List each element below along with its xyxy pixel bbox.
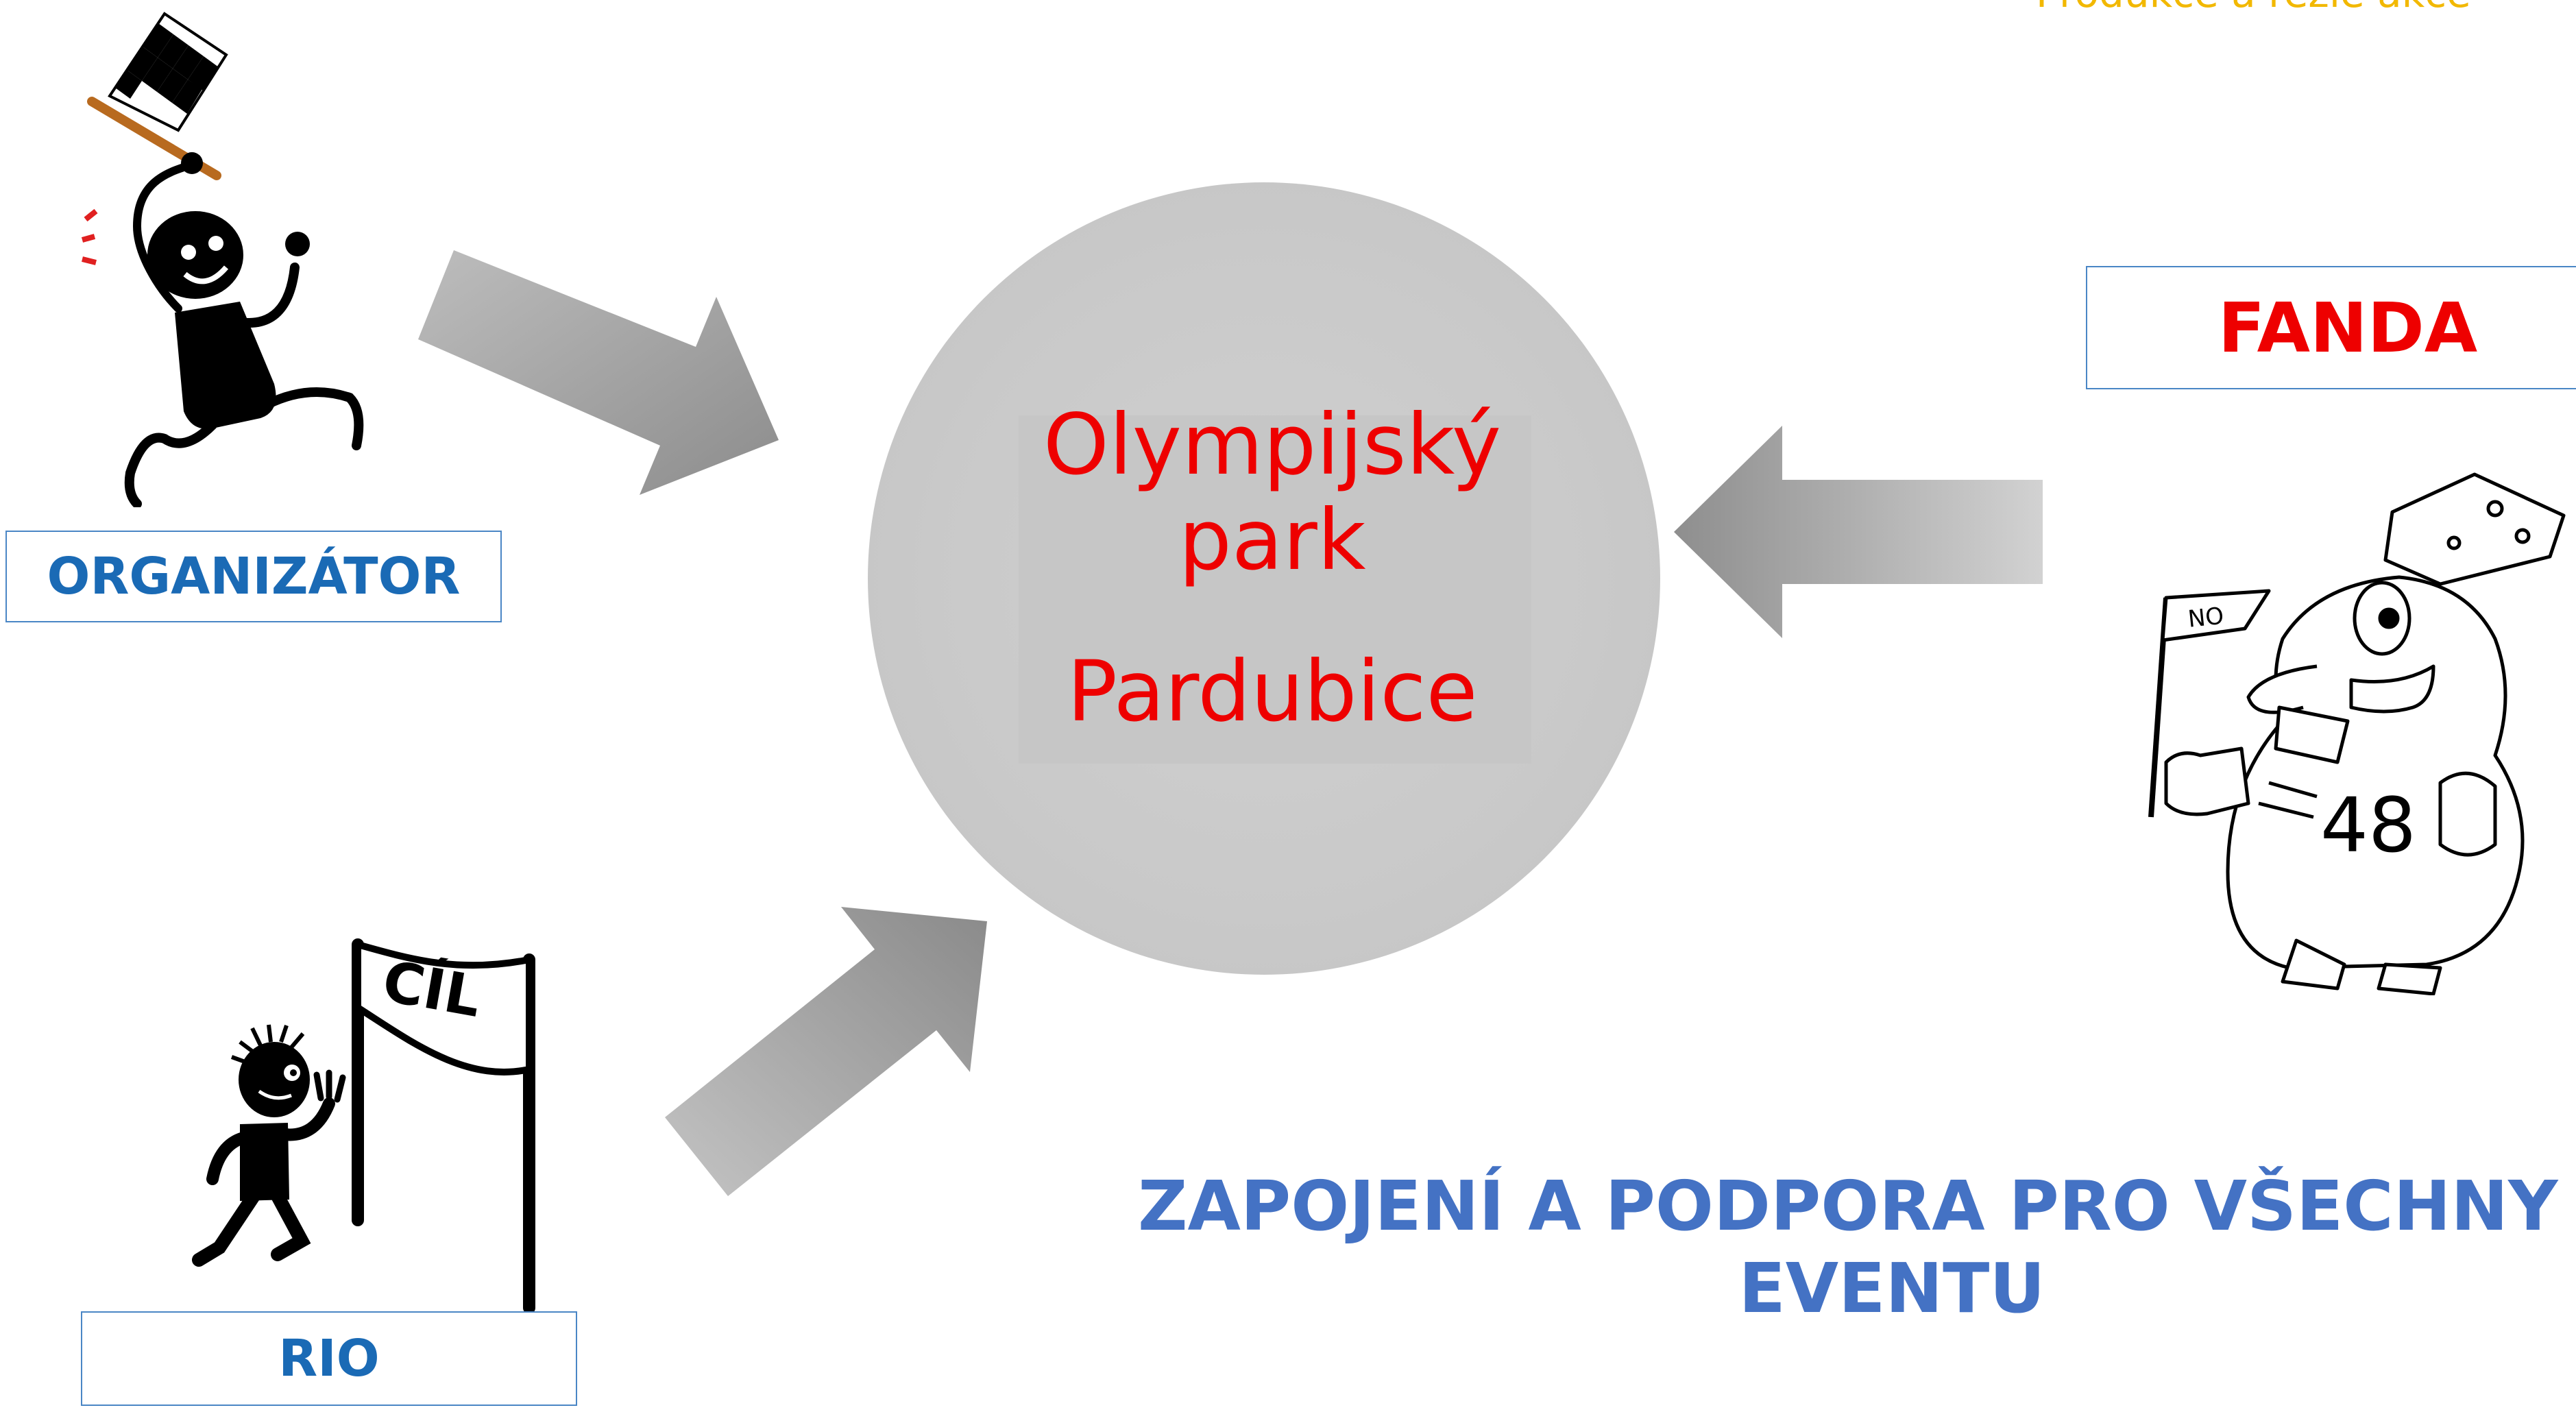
footer-caption-line2: EVENTU	[1738, 1248, 2045, 1328]
rio-label: RIO	[81, 1311, 577, 1406]
runner-at-finish-line-icon: CÍL	[192, 938, 535, 1314]
hub-label-line2: park	[1178, 491, 1366, 589]
header-note: Produkce a režie akce	[2036, 0, 2576, 16]
hub-label: Olympijský park Pardubice	[950, 396, 1594, 741]
footer-caption-line1: ZAPOJENÍ A PODPORA PRO VŠECHNY SLOŽKY	[1138, 1166, 2576, 1246]
fan-shirt-number: 48	[2320, 781, 2416, 869]
pennant	[2161, 589, 2271, 642]
footer-caption: ZAPOJENÍ A PODPORA PRO VŠECHNY SLOŽKY EV…	[1138, 1165, 2576, 1330]
checkered-flag	[108, 12, 228, 132]
organizer-label: ORGANIZÁTOR	[5, 531, 502, 622]
rio-runner	[192, 1024, 346, 1267]
arrow-rio-to-hub	[665, 907, 987, 1196]
arrow-fanda-to-hub	[1674, 426, 2043, 638]
runner-with-checkered-flag-icon	[81, 12, 364, 507]
cheese-hat	[2383, 472, 2566, 586]
arrow-organizer-to-hub	[418, 250, 779, 495]
pennant-text: NO	[2187, 603, 2225, 633]
hub-label-line3: Pardubice	[1067, 643, 1478, 741]
hub-text-backdrop	[1019, 415, 1531, 764]
hub-label-spacer	[950, 588, 1594, 644]
cheering-fan-with-pennant-icon: NO 48	[2148, 472, 2566, 995]
hub-label-line1: Olympijský	[1043, 396, 1502, 494]
fanda-label: FANDA	[2086, 266, 2576, 389]
finish-banner	[354, 940, 533, 1075]
